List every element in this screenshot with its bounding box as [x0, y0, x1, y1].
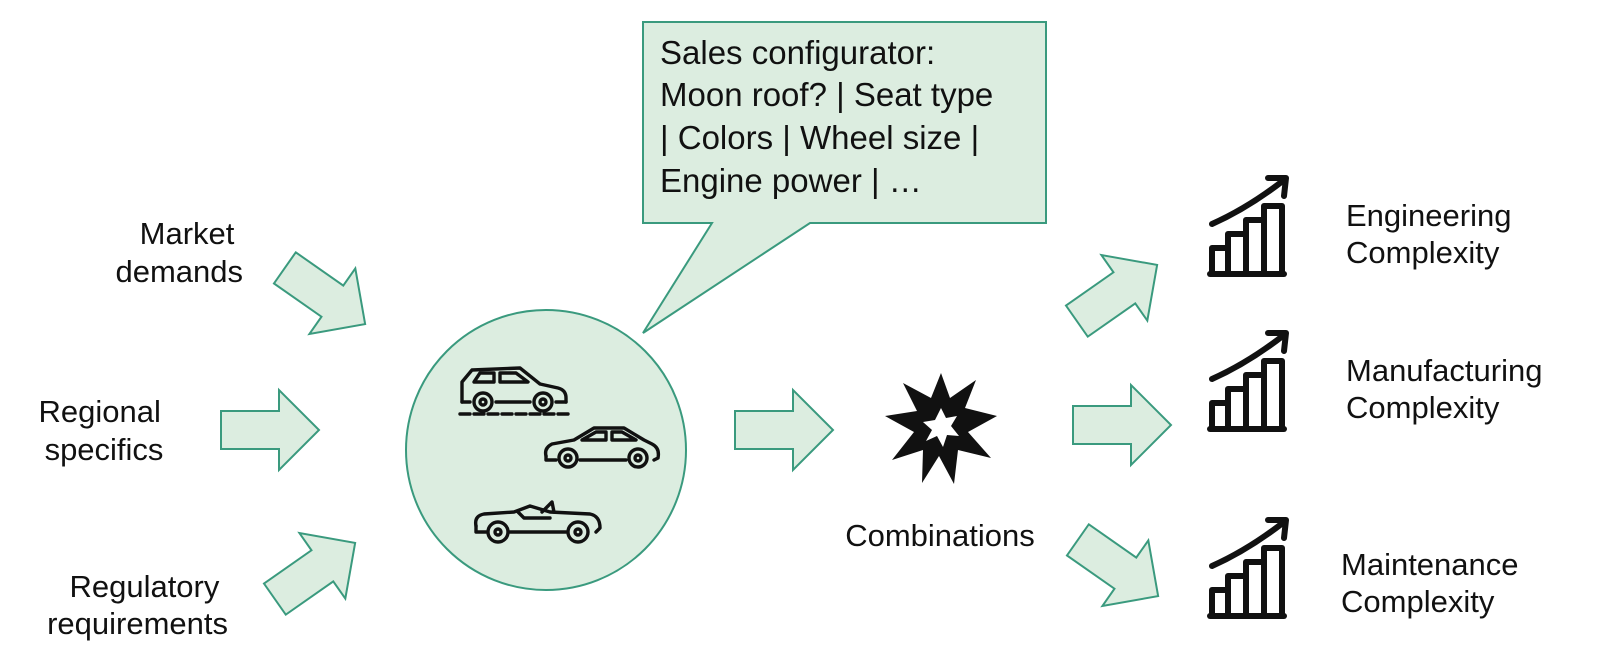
market-arrow: [260, 234, 390, 358]
regulatory-requirements-label: Regulatory requirements: [47, 569, 228, 641]
regional-specifics-label: Regional specifics: [39, 394, 170, 467]
maintenance-arrow: [1053, 506, 1183, 630]
convertible-car-icon: [473, 500, 602, 544]
explosion-icon: [885, 373, 997, 484]
sedan-car-icon: [543, 426, 661, 469]
market-demands-label: Market demands: [115, 216, 243, 289]
regulatory-arrow: [250, 509, 380, 633]
engineering-arrow: [1052, 231, 1182, 355]
circle-to-combinations-arrow: [734, 389, 834, 471]
sales-configurator-text: Sales configurator: Moon roof? | Seat ty…: [660, 34, 1002, 199]
manufacturing-growth-chart-icon: [1207, 330, 1289, 432]
manufacturing-arrow: [1072, 384, 1172, 466]
suv-car-icon: [458, 366, 572, 416]
regional-arrow: [220, 389, 320, 471]
manufacturing-complexity-label: Manufacturing Complexity: [1346, 353, 1551, 425]
maintenance-complexity-label: Maintenance Complexity: [1341, 547, 1527, 619]
engineering-growth-chart-icon: [1207, 175, 1289, 277]
maintenance-growth-chart-icon: [1207, 517, 1289, 619]
sales-configurator-bubble: [642, 21, 1047, 334]
engineering-complexity-label: Engineering Complexity: [1346, 198, 1520, 270]
combinations-label: Combinations: [845, 518, 1035, 553]
